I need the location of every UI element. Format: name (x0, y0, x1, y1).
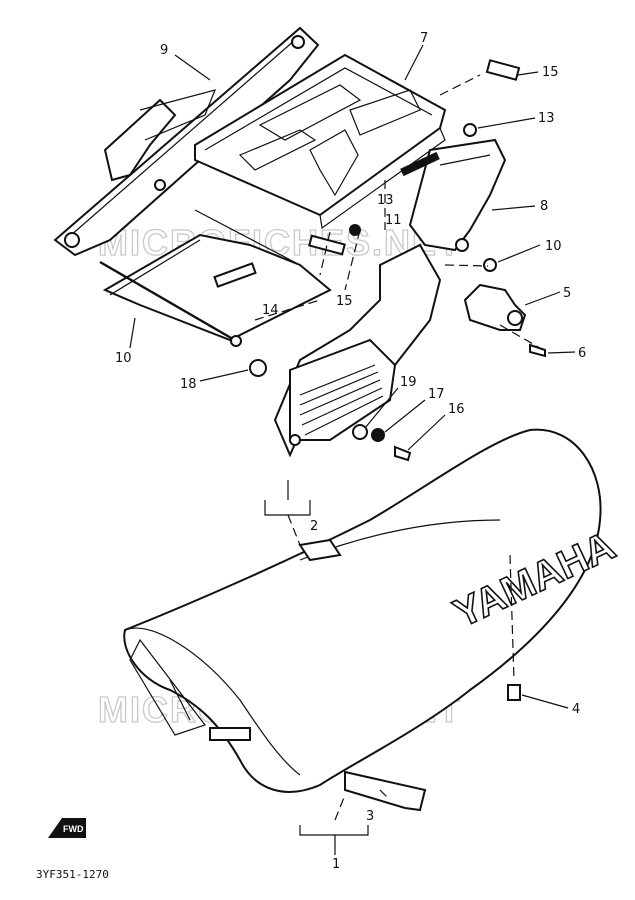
fasteners (249, 59, 546, 462)
bolt-part-4 (507, 684, 521, 701)
callout-19: 19 (400, 375, 417, 390)
grab-rail-part-9 (53, 26, 320, 257)
lock-part-5 (463, 283, 527, 331)
nut-part-13 (463, 123, 477, 137)
callout-18: 17 (428, 387, 445, 402)
front-direction-badge: FWD (48, 818, 86, 838)
seat-hook-front (209, 727, 251, 741)
callout-2: 2 (310, 519, 318, 534)
nut-part-13b (349, 224, 361, 236)
callout-13b: 13 (377, 193, 394, 208)
callout-1: 1 (332, 857, 340, 872)
leader-lines (129, 44, 576, 709)
nut-part-18 (371, 428, 385, 442)
bolt-part-16 (394, 445, 412, 462)
bolt-part-11 (483, 258, 497, 272)
callout-5: 5 (563, 286, 571, 301)
hook-part-2 (298, 538, 342, 562)
taillight-housing (273, 243, 442, 458)
screw-part-6 (529, 343, 546, 358)
seat-part-1: YAMAHA (123, 428, 622, 812)
callout-7: 7 (420, 31, 428, 46)
fwd-label: FWD (63, 824, 84, 834)
callout-9: 9 (160, 43, 168, 58)
callout-4: 4 (572, 702, 580, 717)
seat-bracket-rear (344, 770, 427, 812)
callout-10: 10 (115, 351, 132, 366)
callout-13: 13 (538, 111, 555, 126)
callout-11: 10 (545, 239, 562, 254)
callout-17: 18 (180, 377, 197, 392)
callout-16: 16 (448, 402, 465, 417)
carrier-plate-part-7 (194, 53, 447, 230)
callout-14: 14 (262, 303, 279, 318)
collar-part-17 (249, 359, 267, 377)
bracket-part-8 (408, 138, 507, 252)
assembly-lines-upper (254, 74, 541, 349)
strip-part-12 (400, 151, 440, 177)
callout-8: 8 (540, 199, 548, 214)
assembly-lines-seat (264, 480, 515, 855)
drawing-code: 3YF351-1270 (36, 868, 109, 881)
callout-labels: 9 7 15 13 13 11 8 10 5 6 14 15 10 18 19 … (115, 31, 586, 872)
callout-3: 3 (366, 809, 374, 824)
pad-part-15 (485, 59, 521, 81)
callout-12: 11 (385, 213, 402, 228)
callout-15b: 15 (336, 294, 353, 309)
callout-15: 15 (542, 65, 559, 80)
callout-6: 6 (578, 346, 586, 361)
washer-part-19 (352, 424, 368, 440)
